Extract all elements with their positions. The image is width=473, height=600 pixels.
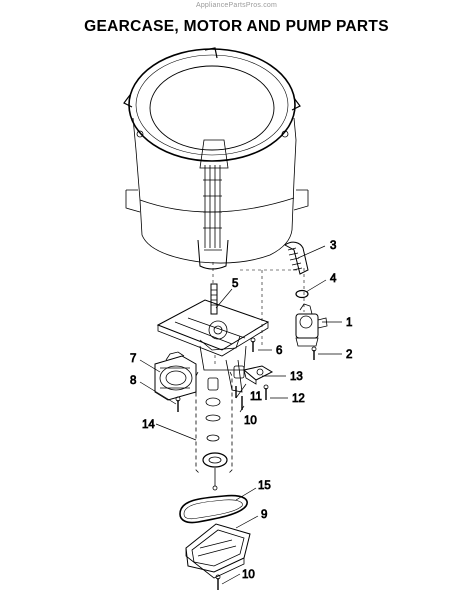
callout-12: 12 [292,393,305,405]
drive-belt [179,494,248,524]
watermark: AppliancePartsPros.com [195,2,278,9]
pump-screw [311,346,317,360]
callout-labels: 3 4 5 1 6 2 7 13 8 11 12 10 14 15 9 10 [130,240,353,582]
motor-shield [185,523,251,579]
callout-3: 3 [330,240,336,252]
gearcase-shaft [210,283,218,315]
motor-screw [175,396,181,412]
motor-switch [242,365,274,385]
switch-screw-12 [263,384,269,400]
shield-screw [215,574,221,590]
hose-clamp [295,289,309,299]
callout-9: 9 [261,509,267,521]
drive-motor [154,351,197,401]
callout-8: 8 [130,375,136,387]
callout-14: 14 [142,419,155,431]
outer-tub [123,47,309,270]
callout-11: 11 [250,391,262,403]
mount-bolt [250,337,256,352]
guide-lines [212,262,305,365]
callout-5: 5 [232,278,238,290]
callout-7: 7 [130,353,136,365]
callout-6: 6 [276,345,282,357]
callout-10-upper: 10 [244,415,257,427]
clutch-kit [195,371,233,491]
gearcase-body [199,345,247,393]
callout-2: 2 [346,349,352,361]
callout-4: 4 [330,273,337,285]
page-title: GEARCASE, MOTOR AND PUMP PARTS [84,18,389,35]
drain-hose [284,241,309,275]
callout-1: 1 [346,317,352,329]
callout-13: 13 [290,371,303,383]
drain-pump [295,303,328,347]
gearcase-mount-plate [156,299,270,357]
leader-lines [139,245,342,585]
callout-15: 15 [258,480,271,492]
callout-10-lower: 10 [242,569,255,581]
